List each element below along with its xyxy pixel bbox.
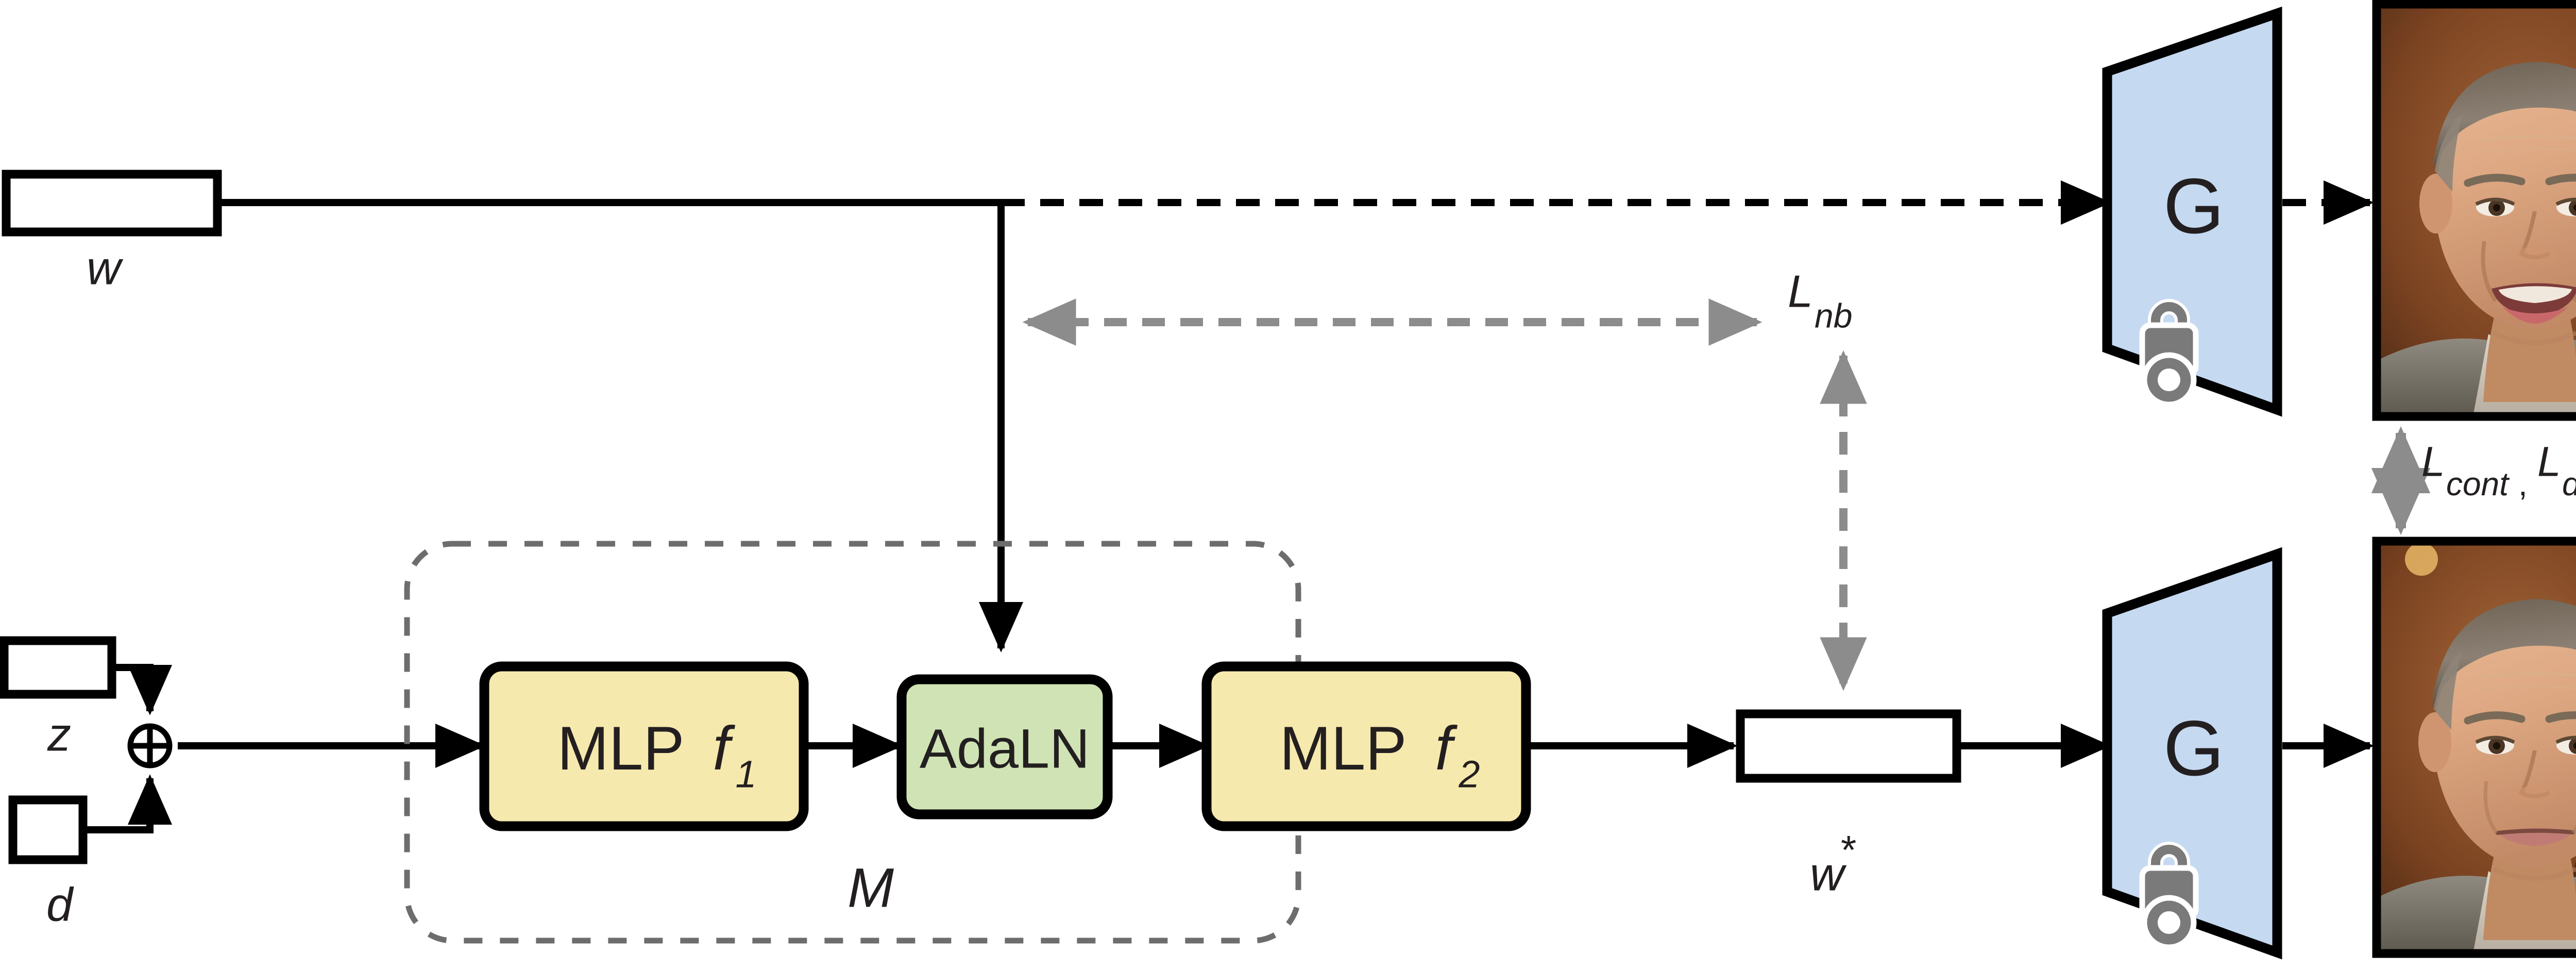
d-label: d [46, 878, 74, 931]
block-mlp-f2[interactable]: MLP f 2 [1201, 661, 1531, 831]
block-adaln[interactable]: AdaLN [896, 674, 1113, 820]
loss-pair-label-group: L cont , L ds , L cyc [2421, 439, 2576, 503]
input-z[interactable]: z [0, 636, 116, 761]
wire-group [83, 180, 2374, 833]
wstar-box[interactable] [1736, 709, 1961, 783]
wire-d-to-concat [83, 774, 173, 833]
d-box[interactable] [8, 795, 88, 864]
mlp-f2-fn-subscript: 2 [1458, 753, 1480, 796]
input-d[interactable]: d [8, 795, 88, 931]
generator-top[interactable]: G [2102, 6, 2282, 417]
loss-cont-subscript: cont [2446, 465, 2510, 503]
adaln-label: AdaLN [920, 717, 1090, 780]
generator-top-label: G [2163, 162, 2224, 250]
loss-cont-base: L [2421, 439, 2445, 486]
mlp-f1-fn-subscript: 1 [735, 753, 756, 796]
generator-bottom-shape[interactable] [2102, 547, 2282, 960]
latent-wstar[interactable]: w * [1736, 709, 1961, 900]
loss-nb-label-group: L nb [1788, 265, 1852, 335]
wstar-superscript: * [1841, 827, 1856, 873]
adaln-box[interactable] [896, 674, 1113, 820]
loss-arrow-group [1022, 298, 2431, 691]
generator-bottom-label: G [2163, 705, 2224, 792]
z-box[interactable] [0, 636, 116, 699]
generator-top-shape[interactable] [2102, 6, 2282, 417]
loss-ds-base: L [2537, 439, 2561, 486]
image-bottom-frame [2372, 537, 2576, 958]
loss-nb-base: L [1788, 265, 1813, 316]
circled-plus-icon-cross [130, 726, 170, 765]
image-top-frame [2372, 0, 2576, 421]
mlp-f1-box[interactable] [479, 661, 809, 831]
mlp-f1-label: MLP [557, 714, 685, 783]
block-mlp-f1[interactable]: MLP f 1 [479, 661, 809, 831]
module-m-label: M [848, 857, 894, 919]
w-box[interactable] [2, 170, 222, 237]
loss-sep-1: , [2518, 465, 2528, 503]
lock-icon [2139, 299, 2199, 408]
wstar-label: w [1810, 848, 1847, 900]
z-label: z [47, 708, 71, 761]
lock-icon [2139, 842, 2199, 950]
concat-operator[interactable] [127, 723, 173, 768]
mlp-f2-label: MLP [1280, 714, 1407, 783]
image-top [2372, 0, 2576, 421]
wire-z-to-concat [112, 664, 173, 715]
loss-nb-subscript: nb [1815, 296, 1852, 335]
w-label: w [87, 242, 124, 294]
generator-bottom[interactable]: G [2102, 547, 2282, 960]
input-w[interactable]: w [2, 170, 222, 294]
image-bottom [2372, 537, 2576, 958]
loss-ds-subscript: ds [2562, 465, 2576, 503]
mlp-f2-box[interactable] [1201, 661, 1531, 831]
